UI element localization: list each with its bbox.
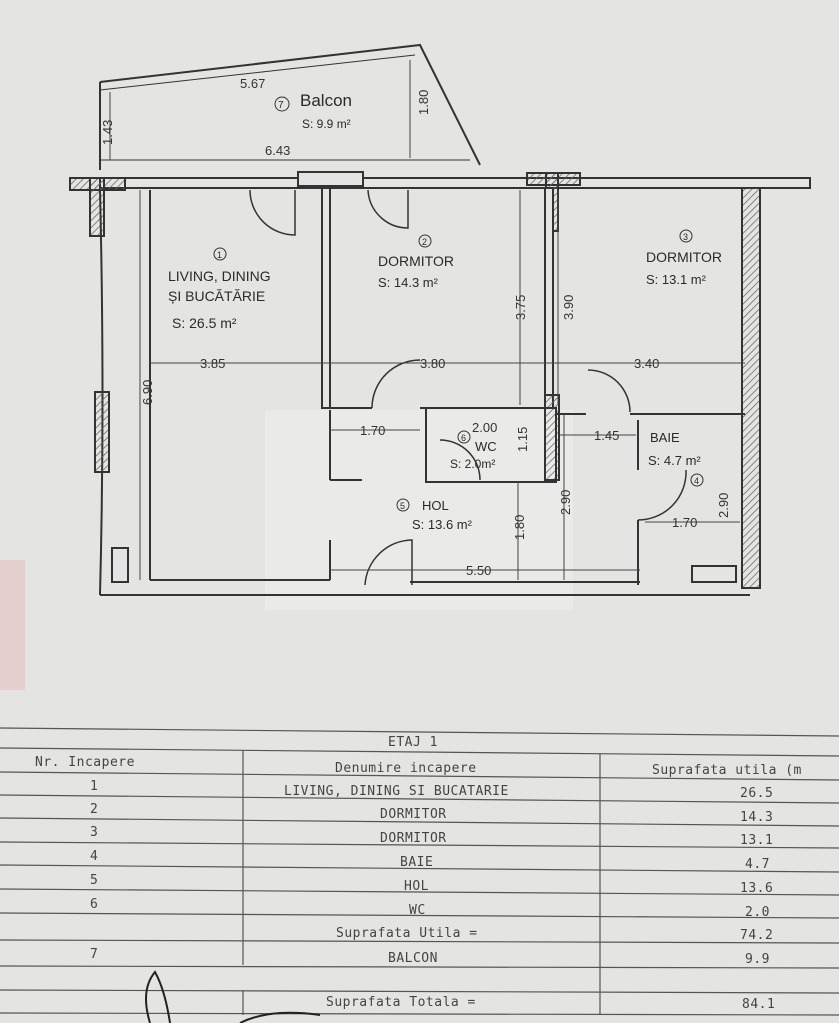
room-3-name: DORMITOR <box>646 249 722 265</box>
dim-dorm3-height: 3.90 <box>561 295 576 320</box>
row-name: DORMITOR <box>380 807 447 822</box>
row-name: BALCON <box>388 951 438 966</box>
row-area: 13.1 <box>740 833 773 848</box>
room-1-name-line2: ȘI BUCĂTĂRIE <box>168 288 265 304</box>
header-denumire: Denumire incapere <box>335 761 477 776</box>
table-title: ETAJ 1 <box>388 735 438 750</box>
subtotal-label: Suprafata Utila = <box>336 926 478 941</box>
room-2-name: DORMITOR <box>378 253 454 269</box>
subtotal-value: 74.2 <box>740 928 773 943</box>
walls <box>69 43 811 596</box>
room-3-number: 3 <box>683 232 688 242</box>
room-number-badge <box>274 96 290 112</box>
row-area: 9.9 <box>745 952 770 967</box>
room-number-badge <box>690 473 704 487</box>
row-name: BAIE <box>400 855 433 870</box>
room-number-badge <box>418 234 432 248</box>
row-area: 26.5 <box>740 786 773 801</box>
dim-hol-left: 1.70 <box>360 423 385 438</box>
table-row-balcon: 7 BALCON 9.9 <box>90 947 770 967</box>
dim-balcon-bottom: 6.43 <box>265 143 290 158</box>
dim-dorm2-width: 3.80 <box>420 356 445 371</box>
room-number-badge <box>396 498 410 512</box>
dim-wc-width: 2.00 <box>472 420 497 435</box>
dim-dorm3-width: 3.40 <box>634 356 659 371</box>
room-2-area: S: 14.3 m² <box>378 275 439 290</box>
room-4-name: BAIE <box>650 430 680 445</box>
row-name: HOL <box>404 879 429 894</box>
row-nr: 4 <box>90 849 98 864</box>
room-6-area: S: 2.0m² <box>450 457 495 471</box>
room-7-name: Balcon <box>300 91 352 110</box>
header-nr: Nr. Incapere <box>35 755 135 770</box>
table-row: 4 BAIE 4.7 <box>90 849 770 872</box>
dim-balcon-top: 5.67 <box>240 76 265 91</box>
row-nr: 1 <box>90 779 98 794</box>
room-number-badge <box>679 229 693 243</box>
dim-hol-height-a: 1.80 <box>512 515 527 540</box>
total-label: Suprafata Totala = <box>326 995 476 1010</box>
dim-dorm2-height: 3.75 <box>513 295 528 320</box>
watermark-box <box>265 410 573 610</box>
room-2-number: 2 <box>422 237 427 247</box>
table-row: 2 DORMITOR 14.3 <box>90 802 773 825</box>
row-area: 4.7 <box>745 857 770 872</box>
room-3-area: S: 13.1 m² <box>646 272 707 287</box>
dim-baie-width: 1.70 <box>672 515 697 530</box>
dimension-lines <box>109 60 745 580</box>
row-name: LIVING, DINING SI BUCATARIE <box>284 784 509 799</box>
row-nr: 3 <box>90 825 98 840</box>
table-row: 3 DORMITOR 13.1 <box>90 825 773 848</box>
table-row: 6 WC 2.0 <box>90 897 770 920</box>
room-4-area: S: 4.7 m² <box>648 453 701 468</box>
room-6-name: WC <box>475 439 497 454</box>
row-name: DORMITOR <box>380 831 447 846</box>
room-5-name: HOL <box>422 498 449 513</box>
paper-shadow <box>0 560 25 690</box>
room-6-number: 6 <box>461 433 466 443</box>
row-area: 14.3 <box>740 810 773 825</box>
dim-balcon-right: 1.80 <box>416 90 431 115</box>
dim-hol-mid: 1.45 <box>594 428 619 443</box>
row-nr: 7 <box>90 947 98 962</box>
room-1-area: S: 26.5 m² <box>172 315 237 331</box>
header-suprafata: Suprafata utila (m <box>652 763 802 778</box>
dim-living-width: 3.85 <box>200 356 225 371</box>
table-row: 1 LIVING, DINING SI BUCATARIE 26.5 <box>90 779 773 801</box>
dim-living-height: 6.90 <box>140 380 155 405</box>
dim-wc-height: 1.15 <box>515 427 530 452</box>
room-5-area: S: 13.6 m² <box>412 517 473 532</box>
table-row: 5 HOL 13.6 <box>90 873 773 896</box>
room-7-number: 7 <box>278 100 284 111</box>
room-1-name-line1: LIVING, DINING <box>168 268 271 284</box>
total-value: 84.1 <box>742 997 775 1012</box>
room-number-badge <box>457 430 471 444</box>
dim-baie-height: 2.90 <box>716 493 731 518</box>
row-area: 13.6 <box>740 881 773 896</box>
row-nr: 6 <box>90 897 98 912</box>
row-name: WC <box>409 903 426 918</box>
room-4-number: 4 <box>694 476 699 486</box>
dim-balcon-left: 1.43 <box>100 120 115 145</box>
table-grid <box>0 727 839 1016</box>
row-area: 2.0 <box>745 905 770 920</box>
signature-stroke <box>239 1011 321 1023</box>
room-number-badge <box>213 247 227 261</box>
signature <box>145 970 171 1023</box>
row-nr: 2 <box>90 802 98 817</box>
room-5-number: 5 <box>400 501 405 511</box>
room-1-number: 1 <box>217 250 222 260</box>
dim-hol-height-b: 2.90 <box>558 490 573 515</box>
room-7-area: S: 9.9 m² <box>302 117 351 131</box>
dim-hol-width: 5.50 <box>466 563 491 578</box>
row-nr: 5 <box>90 873 98 888</box>
